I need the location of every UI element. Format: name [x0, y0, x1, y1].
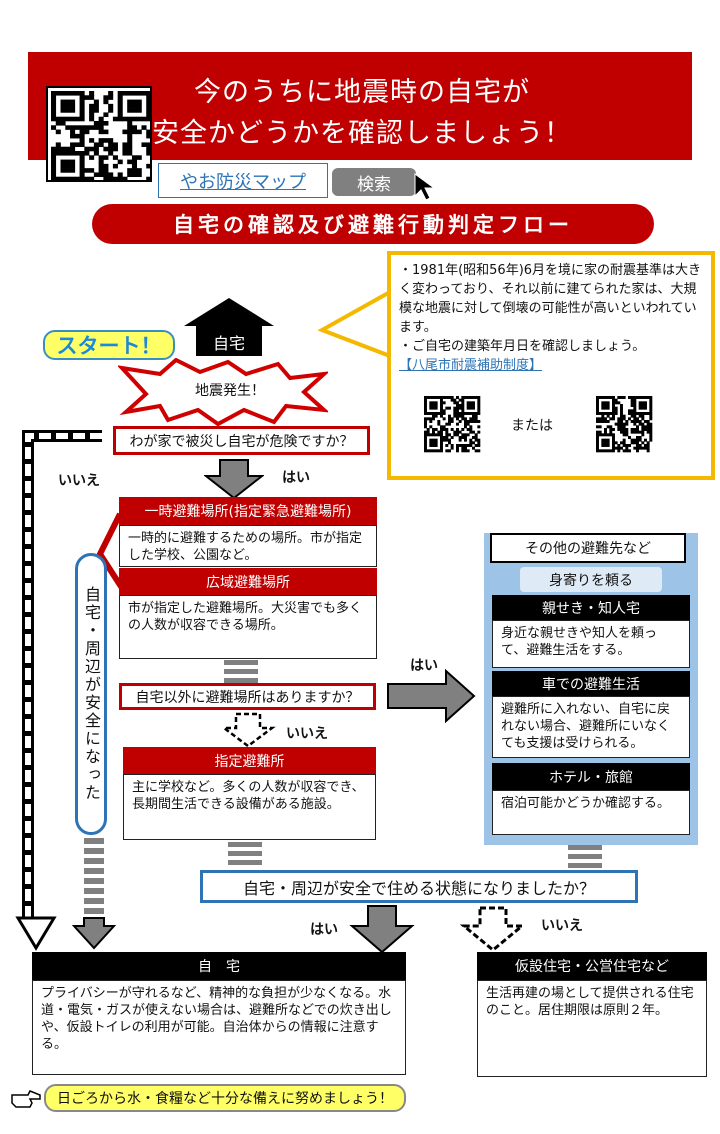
arrow-down	[349, 905, 415, 954]
temp-shelter-title: 一時避難場所(指定緊急避難場所)	[119, 497, 377, 525]
info-callout: ・1981年(昭和56年)6月を境に家の耐震基準は大きく変わっており、それ以前に…	[387, 251, 715, 480]
hotel-title: ホテル・旅館	[492, 763, 690, 790]
callout-pointer	[318, 290, 391, 358]
house-label: 自宅	[212, 334, 245, 353]
no-label-2: いいえ	[286, 726, 328, 742]
car-desc: 避難所に入れない、自宅に戻れない場合、避難所にいなくても支援は受けられる。	[492, 696, 690, 758]
question-other-shelter: 自宅以外に避難場所はありますか？	[119, 683, 376, 710]
home-final-title: 自 宅	[32, 952, 406, 980]
dashed-arrow-down	[220, 712, 276, 748]
hotel-desc: 宿泊可能かどうか確認する。	[492, 790, 690, 835]
pointing-hand-icon	[11, 1090, 41, 1108]
cursor-icon	[414, 173, 436, 201]
question-house-danger: わが家で被災し自宅が危険ですか？	[113, 426, 370, 455]
yes-label-1: はい	[282, 470, 310, 486]
qr-code-icon[interactable]	[421, 393, 483, 455]
no-label-3: いいえ	[541, 918, 583, 934]
banner-title-line1: 今のうちに地震時の自宅が	[194, 77, 530, 108]
qr-code-icon[interactable]	[593, 393, 655, 455]
flow-title: 自宅の確認及び避難行動判定フロー	[92, 204, 654, 244]
preparation-tip: 日ごろから水・食糧など十分な備えに努めましょう！	[44, 1084, 406, 1112]
quake-label: 地震発生！	[195, 383, 265, 399]
search-button[interactable]: 検索	[332, 168, 416, 196]
banner-title: 今のうちに地震時の自宅が 安全かどうかを確認しましょう！	[152, 70, 572, 150]
house-icon	[184, 298, 274, 356]
dashed-arrow-down	[459, 906, 527, 952]
car-title: 車での避難生活	[492, 671, 690, 696]
rely-relatives-pill: 身寄りを頼る	[520, 567, 662, 592]
designated-shelter-desc: 主に学校など。多くの人数が収容でき、長期間生活できる設備がある施設。	[123, 774, 376, 840]
temp-housing-title: 仮設住宅・公営住宅など	[477, 952, 707, 980]
other-destinations-title: その他の避難先など	[490, 533, 686, 563]
striped-connector	[228, 842, 262, 865]
question-home-safe: 自宅・周辺が安全で住める状態になりましたか？	[200, 870, 638, 903]
wide-shelter-title: 広域避難場所	[119, 568, 377, 595]
temp-shelter-desc: 一時的に避難するための場所。市が指定した学校、公園など。	[119, 525, 377, 567]
temp-housing-desc: 生活再建の場として提供される住宅のこと。居住期限は原則２年。	[477, 980, 707, 1077]
arrow-right	[387, 668, 476, 724]
striped-connector	[568, 845, 602, 868]
bousai-map-link[interactable]: やお防災マップ	[158, 163, 328, 198]
wide-shelter-desc: 市が指定した避難場所。大災害でも多くの人数が収容できる場所。	[119, 595, 377, 659]
info-text-1: ・1981年(昭和56年)6月を境に家の耐震基準は大きく変わっており、それ以前に…	[399, 263, 702, 335]
banner-title-line2: 安全かどうかを確認しましょう！	[152, 118, 572, 149]
burst-icon	[118, 358, 328, 426]
or-label: または	[511, 418, 553, 434]
relatives-desc: 身近な親せきや知人を頼って、避難生活をする。	[492, 620, 690, 668]
pill-arrow-down	[72, 838, 116, 950]
start-label: スタート！	[43, 330, 175, 360]
designated-shelter-title: 指定避難所	[123, 747, 376, 774]
no-label-1: いいえ	[58, 473, 100, 489]
pill-connectors	[96, 512, 125, 590]
relatives-title: 親せき・知人宅	[492, 595, 690, 620]
home-final-desc: プライバシーが守れるなど、精神的な負担が少なくなる。水道・電気・ガスが使えない場…	[32, 980, 406, 1075]
dashed-no-path	[15, 430, 102, 951]
yes-label-3: はい	[310, 922, 338, 938]
yes-label-2: はい	[410, 658, 438, 674]
arrow-down	[204, 459, 264, 500]
striped-connector	[224, 660, 258, 683]
home-safe-vertical-pill: 自宅・周辺が安全になった	[75, 553, 107, 835]
info-text-2: ・ご自宅の建築年月日を確認しましょう。	[399, 339, 646, 354]
quake-subsidy-link[interactable]: 【八尾市耐震補助制度】	[399, 358, 543, 373]
qr-code-icon[interactable]	[46, 86, 152, 182]
